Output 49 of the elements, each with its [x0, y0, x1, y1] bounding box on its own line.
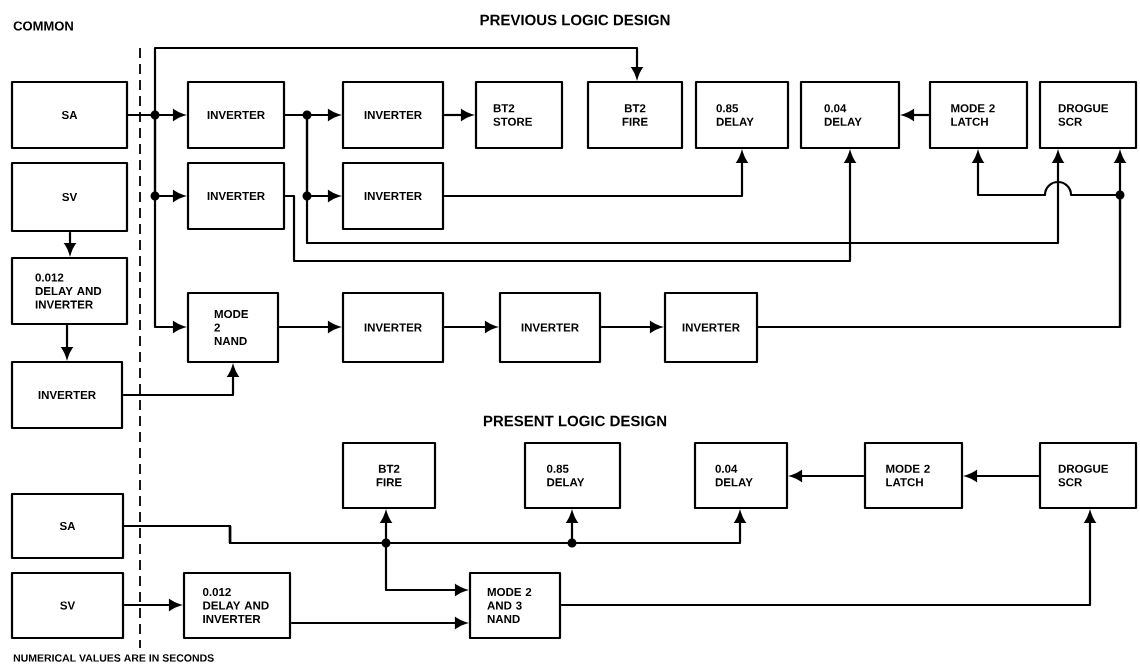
logic-box: INVERTER — [10, 360, 124, 430]
logic-box: MODE 2 LATCH — [928, 80, 1029, 150]
arrow — [444, 109, 473, 121]
logic-box: INVERTER — [341, 80, 445, 150]
logic-box: MODE 2 AND 3 NAND — [468, 571, 562, 640]
logic-box: INVERTER — [186, 161, 286, 231]
arrow — [444, 321, 497, 333]
logic-box: INVERTER — [186, 80, 286, 150]
logic-box: SA — [10, 80, 129, 150]
arrow — [124, 524, 467, 596]
logic-box: MODE 2 NAND — [186, 291, 280, 364]
arrow — [601, 321, 662, 333]
heading: PRESENT LOGIC DESIGN — [483, 415, 667, 427]
logic-box: 0.012 DELAY AND INVERTER — [182, 571, 292, 640]
logic-box: DROGUE SCR — [1038, 80, 1138, 150]
heading: PREVIOUS LOGIC DESIGN — [480, 14, 670, 26]
arrow — [291, 617, 467, 629]
arrow — [61, 325, 73, 359]
logic-box: DROGUE SCR — [1038, 441, 1138, 510]
arrow — [965, 470, 1039, 482]
logic-box: 0.04 DELAY — [693, 441, 789, 510]
arrow — [285, 151, 856, 263]
arrow — [128, 46, 643, 117]
heading: COMMON — [13, 21, 73, 31]
logic-box: SV — [10, 161, 129, 233]
logic-box: INVERTER — [498, 291, 602, 364]
logic-box: 0.012 DELAY AND INVERTER — [10, 256, 129, 326]
arrow — [124, 599, 181, 611]
logic-box: SV — [10, 571, 125, 640]
logic-box: INVERTER — [341, 291, 445, 364]
logic-box: SA — [10, 492, 125, 560]
logic-box: 0.85 DELAY — [694, 80, 790, 150]
logic-box: BT2 STORE — [474, 80, 564, 150]
arrow — [790, 470, 864, 482]
logic-box: BT2 FIRE — [341, 441, 437, 510]
arrow — [279, 321, 340, 333]
logic-box: 0.04 DELAY — [799, 80, 901, 150]
heading: NUMERICAL VALUES ARE IN SECONDS — [13, 654, 214, 662]
arrow — [64, 232, 76, 255]
arrow — [902, 109, 929, 121]
logic-box: INVERTER — [663, 291, 759, 364]
logic-box: INVERTER — [341, 161, 445, 231]
logic-box: MODE 2 LATCH — [863, 441, 964, 510]
logic-box: 0.85 DELAY — [523, 441, 622, 510]
logic-box: BT2 FIRE — [586, 80, 684, 150]
arrow — [285, 113, 1064, 245]
arrow — [444, 151, 748, 198]
arrow — [123, 365, 239, 397]
arrow — [561, 511, 1096, 607]
